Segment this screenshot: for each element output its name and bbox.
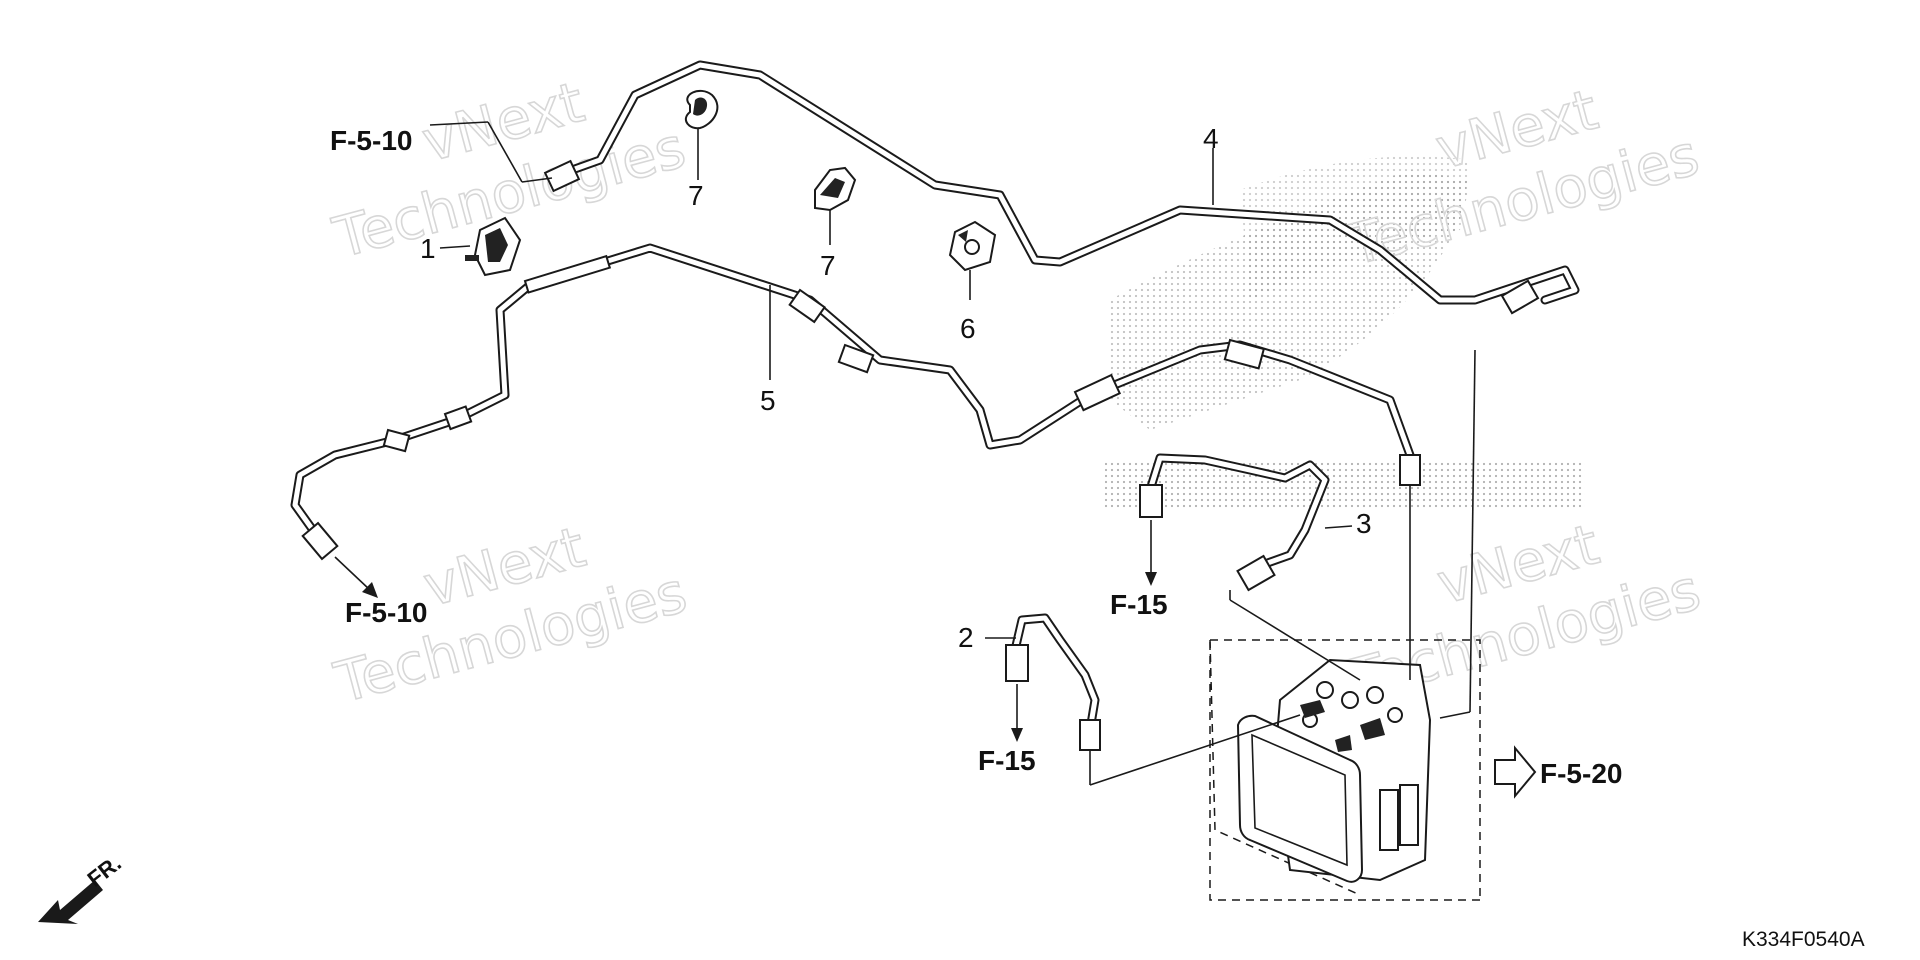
part-number-7b: 7	[820, 250, 836, 281]
part-number-3: 3	[1356, 508, 1372, 539]
reference-label-mid-right: F-15	[1110, 589, 1168, 620]
abs-modulator-unit	[1209, 639, 1481, 901]
leader-lines	[429, 121, 1476, 786]
reference-label-bottom-left: F-5-10	[345, 597, 427, 628]
clamp-part-1	[465, 216, 522, 277]
part-number-5: 5	[760, 385, 776, 416]
reference-label-abs-unit: F-5-20	[1540, 758, 1622, 789]
part-number-2: 2	[958, 622, 974, 653]
halftone-logo-background	[1105, 156, 1585, 510]
arrow-icon	[1145, 520, 1157, 586]
clip-part-7b	[814, 166, 857, 212]
drawing-code: K334F0540A	[1742, 928, 1865, 951]
part-number-6: 6	[960, 313, 976, 344]
reference-label-bottom-mid: F-15	[978, 745, 1036, 776]
brake-pipe-5	[290, 243, 1415, 545]
outline-arrow-icon	[1494, 745, 1537, 799]
brake-pipe-3	[1145, 453, 1330, 570]
clip-part-6	[948, 220, 997, 272]
arrow-icon	[1011, 684, 1023, 742]
part-number-4: 4	[1203, 123, 1219, 154]
brake-pipe-4	[553, 60, 1580, 305]
part-number-1: 1	[420, 233, 436, 264]
clip-part-7a	[684, 89, 719, 130]
arrow-icon	[334, 556, 378, 598]
part-number-7a: 7	[688, 180, 704, 211]
brake-pipe-2	[1010, 613, 1100, 735]
flare-nut-fittings	[301, 159, 1540, 751]
front-direction-arrow-icon	[38, 880, 103, 924]
reference-label-top-left: F-5-10	[330, 125, 412, 156]
